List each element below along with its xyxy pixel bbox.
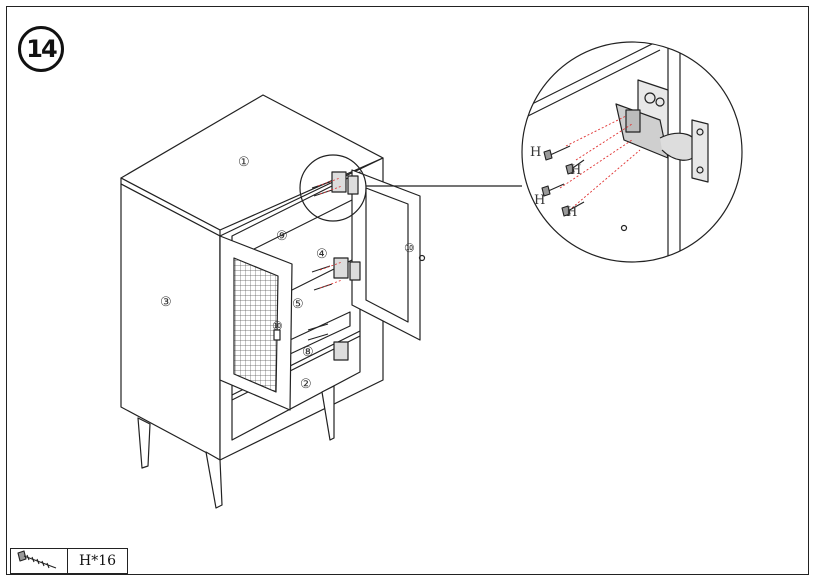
detail-screw-label-3: H: [534, 193, 545, 208]
hinge-low: [333, 341, 349, 361]
label-bottom: ②: [300, 377, 312, 392]
leg-back-right: [321, 385, 335, 441]
leg-front-left: [137, 417, 151, 469]
label-back: ⑤: [292, 297, 304, 312]
door-right-panel: [365, 187, 409, 323]
label-top: ①: [238, 155, 250, 170]
detail-screw-label-4: H: [566, 205, 577, 220]
label-small-shelf: ⑧: [302, 345, 314, 360]
detail-screw-label-1: H: [530, 145, 541, 160]
step-number-badge: 14: [18, 26, 64, 72]
screw-icon: [17, 550, 57, 569]
zoom-circle: [521, 41, 743, 263]
hinge-mid: [333, 257, 349, 279]
label-divider: ④: [316, 247, 328, 262]
hardware-legend: H*16: [10, 548, 128, 574]
leg-front: [205, 451, 223, 509]
screw-1: [547, 145, 571, 157]
label-shelf: ⑨: [276, 229, 288, 244]
hinge-top: [331, 171, 347, 193]
door-hinge-cup: [691, 119, 709, 183]
page-frame: [6, 6, 809, 575]
callout-circle: [299, 154, 367, 222]
door-left-knob: [273, 329, 281, 341]
label-door-left: ⑩: [272, 319, 283, 333]
step-number: 14: [26, 35, 57, 63]
label-door-right: ⑩: [404, 241, 415, 255]
door-left-panel: [233, 257, 279, 393]
detail-screw-label-2: H: [570, 163, 581, 178]
legend-quantity: H*16: [78, 553, 117, 569]
label-side: ③: [160, 295, 172, 310]
legend-icon-cell: [11, 549, 68, 573]
